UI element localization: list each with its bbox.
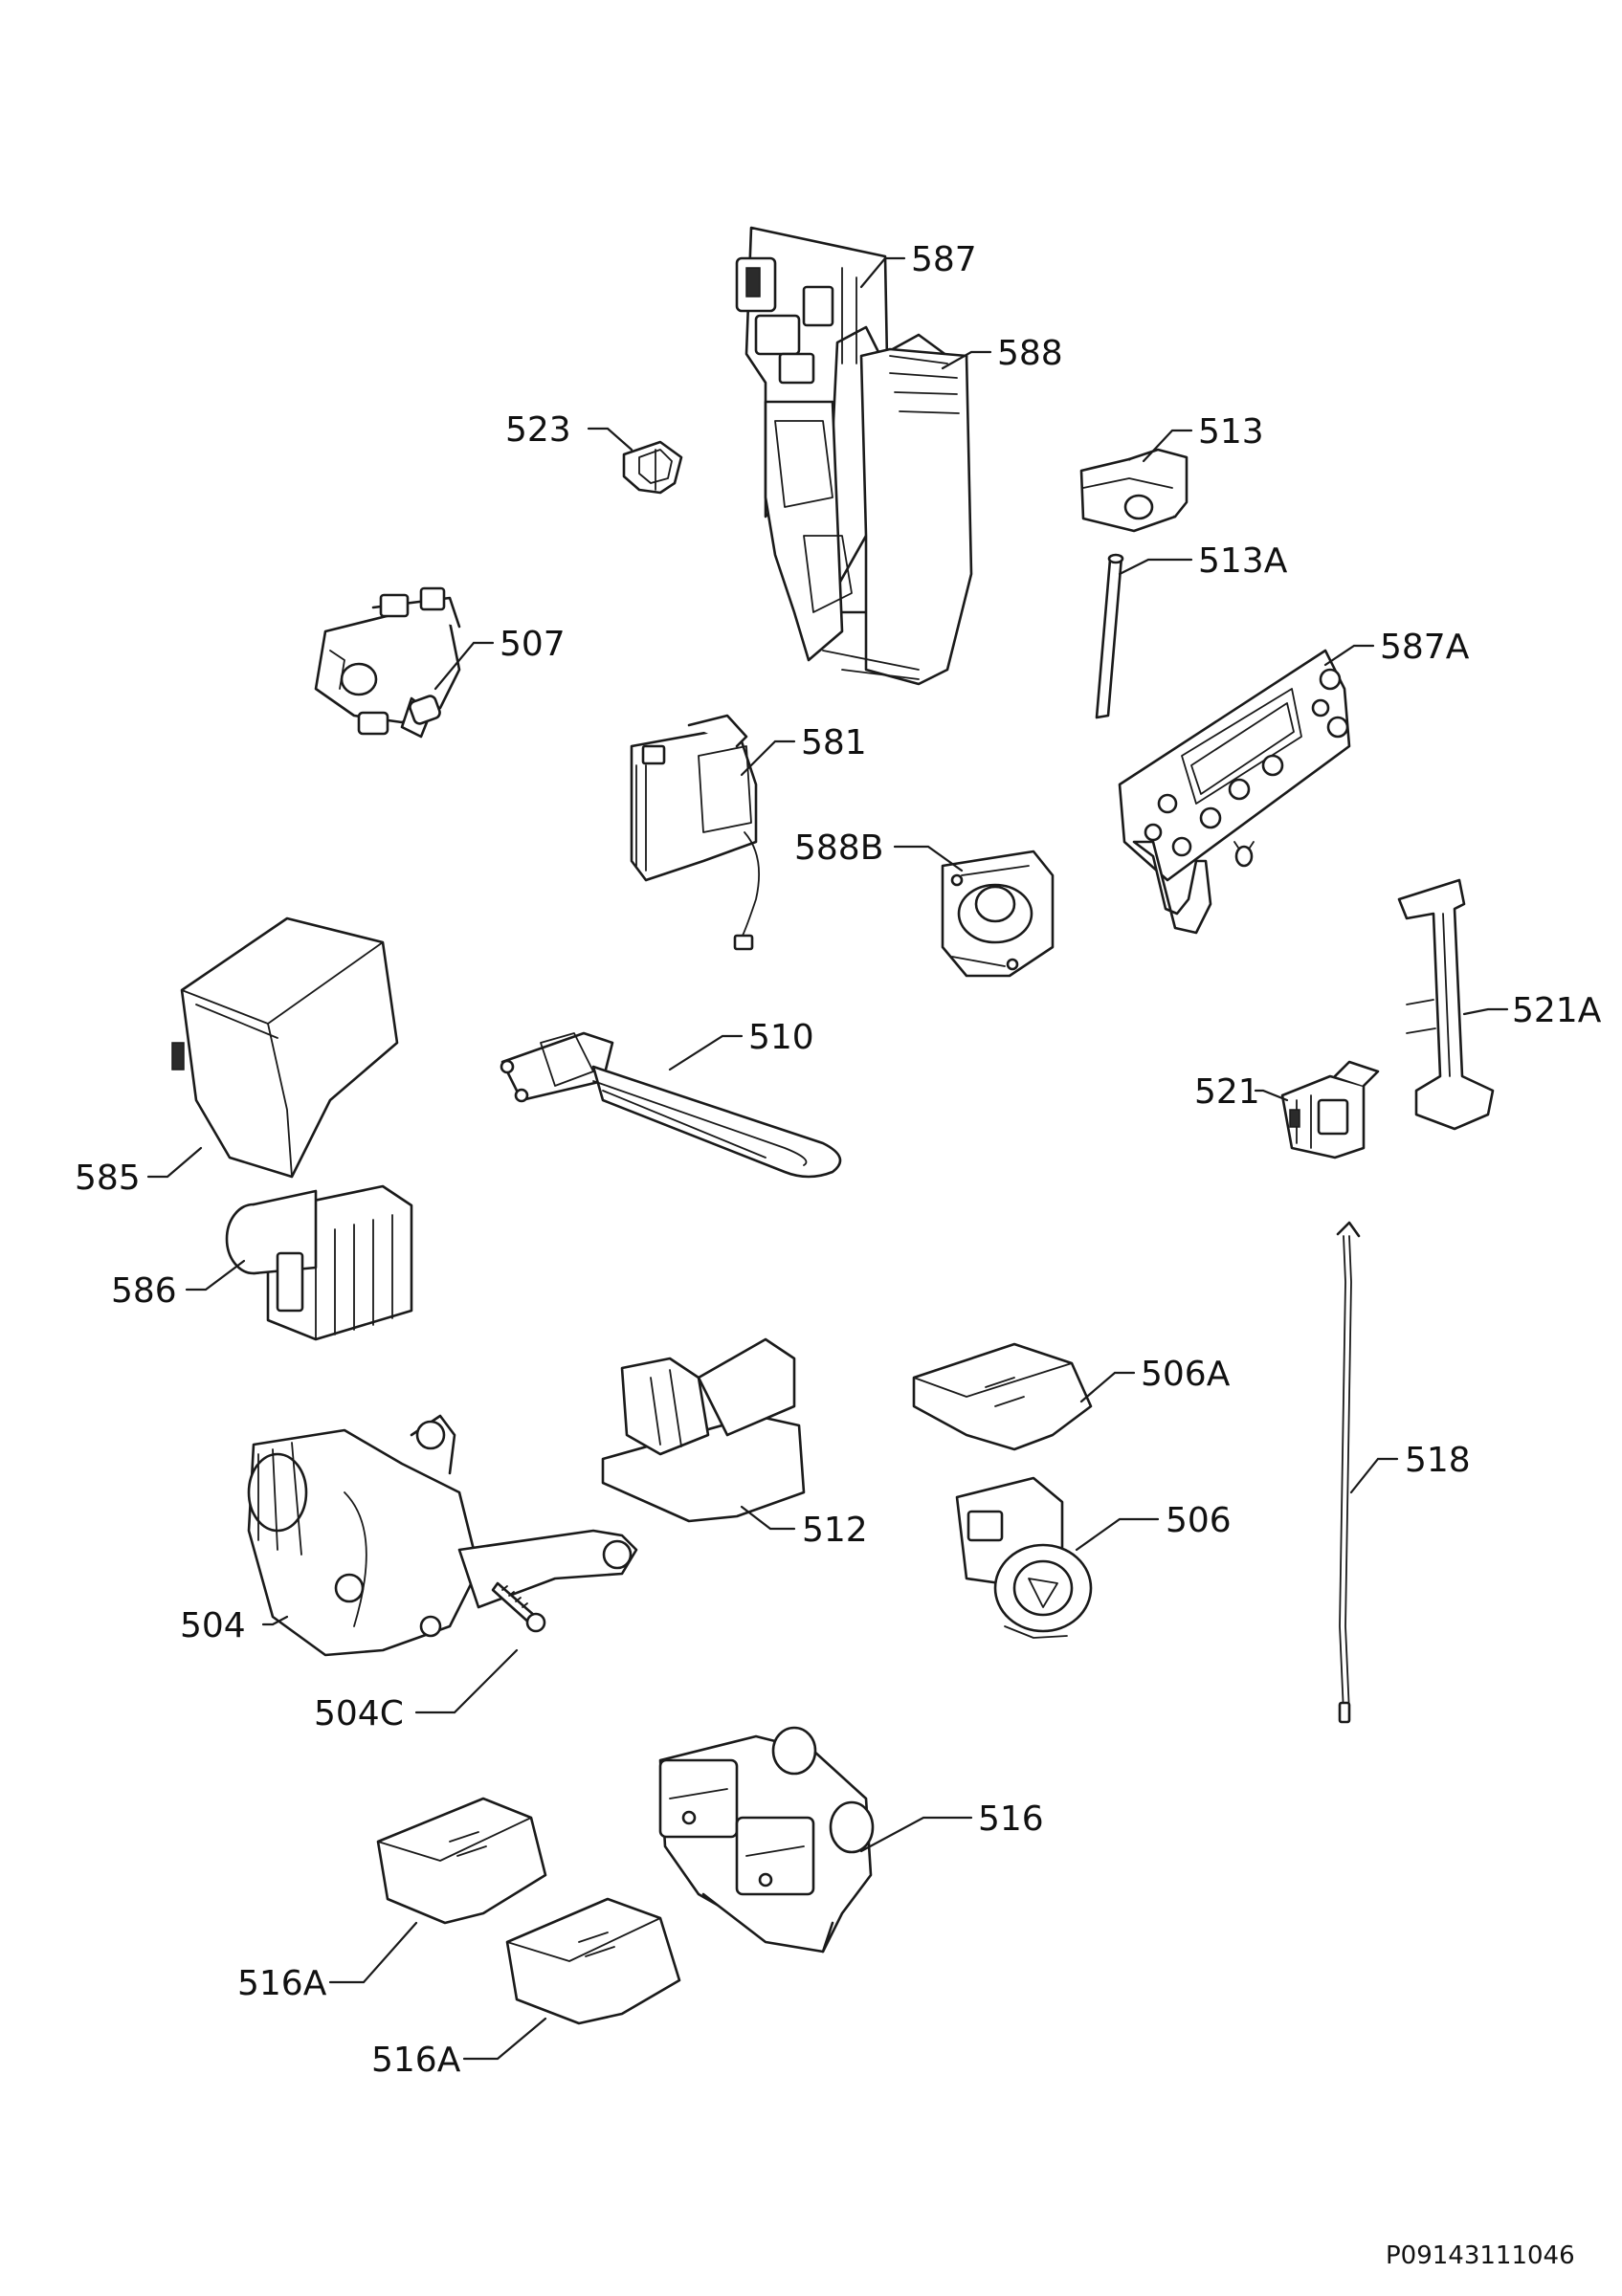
part-506-drain-pump[interactable]: [955, 1476, 1093, 1639]
label-588: 588: [997, 334, 1063, 373]
part-507-inlet-valve[interactable]: [314, 586, 461, 739]
leader-521A: [1462, 1007, 1509, 1016]
label-523: 523: [505, 410, 571, 450]
part-510-heating-element[interactable]: [500, 1031, 842, 1179]
leader-521: [1254, 1089, 1289, 1102]
leader-513: [1142, 429, 1193, 463]
label-510: 510: [748, 1018, 814, 1057]
part-516A-cover-upper[interactable]: [376, 1797, 547, 1925]
label-518: 518: [1405, 1441, 1471, 1480]
part-587-588-control-module[interactable]: [735, 226, 973, 686]
part-588B-selector-module[interactable]: [941, 850, 1055, 978]
part-504-motor[interactable]: [247, 1414, 638, 1657]
label-512: 512: [802, 1511, 868, 1550]
leader-585: [146, 1146, 203, 1179]
label-506A: 506A: [1141, 1355, 1231, 1394]
leader-516A-1: [328, 1921, 418, 1984]
label-581: 581: [801, 723, 867, 762]
label-586: 586: [111, 1271, 177, 1311]
part-521A-lock-bracket[interactable]: [1397, 878, 1495, 1131]
label-516A-1: 516A: [237, 1964, 327, 2003]
leader-lines: [146, 256, 1509, 2061]
leader-506A: [1079, 1371, 1136, 1403]
label-516: 516: [978, 1799, 1044, 1839]
leader-504C: [414, 1648, 519, 1714]
label-516A-2: 516A: [371, 2041, 461, 2080]
leader-513A: [1118, 558, 1193, 576]
part-518-bowden-cable[interactable]: [1336, 1221, 1361, 1724]
label-504: 504: [180, 1606, 246, 1645]
part-512-mounting-bracket[interactable]: [601, 1337, 806, 1523]
part-585-motor-cover[interactable]: [171, 916, 399, 1179]
part-506A-pump-cover[interactable]: [912, 1342, 1093, 1451]
leader-588: [941, 350, 992, 370]
leader-518: [1349, 1457, 1399, 1494]
leader-587: [859, 256, 906, 289]
callout-labels: 587 588 523 513 513A 507 587A 581 588B 5…: [75, 240, 1602, 2080]
leader-510: [668, 1034, 744, 1071]
leader-581: [740, 740, 796, 777]
part-581-control-board[interactable]: [630, 714, 761, 951]
label-585: 585: [75, 1159, 141, 1198]
leader-586: [185, 1259, 246, 1292]
part-513A-rod[interactable]: [1095, 553, 1124, 719]
part-523-clip[interactable]: [622, 440, 683, 495]
label-504C: 504C: [314, 1694, 404, 1733]
document-id: P09143111046: [1386, 2241, 1575, 2270]
label-588B: 588B: [794, 828, 883, 868]
label-587: 587: [911, 240, 977, 279]
label-521: 521: [1194, 1072, 1260, 1112]
part-516-valve-assembly[interactable]: [658, 1726, 875, 1954]
part-521-door-lock[interactable]: [1280, 1060, 1380, 1159]
leader-587A: [1323, 644, 1375, 667]
leader-507: [433, 641, 495, 691]
label-506: 506: [1166, 1501, 1232, 1540]
leader-516: [859, 1816, 973, 1853]
label-513: 513: [1198, 412, 1264, 452]
part-516A-cover-lower[interactable]: [505, 1897, 681, 2025]
part-504C-screw[interactable]: [491, 1581, 546, 1633]
part-513-sensor[interactable]: [1079, 448, 1189, 533]
label-587A: 587A: [1380, 628, 1470, 667]
part-586-motor-controller[interactable]: [225, 1184, 413, 1341]
leader-506: [1075, 1517, 1160, 1552]
leader-516A-2: [462, 2017, 547, 2061]
leader-512: [740, 1505, 796, 1531]
label-507: 507: [500, 625, 566, 664]
label-513A: 513A: [1198, 541, 1288, 581]
leader-588B: [893, 845, 964, 872]
leader-504: [261, 1615, 289, 1626]
label-521A: 521A: [1512, 991, 1602, 1030]
part-587A-display-board[interactable]: [1118, 649, 1351, 935]
leader-523: [587, 427, 633, 452]
